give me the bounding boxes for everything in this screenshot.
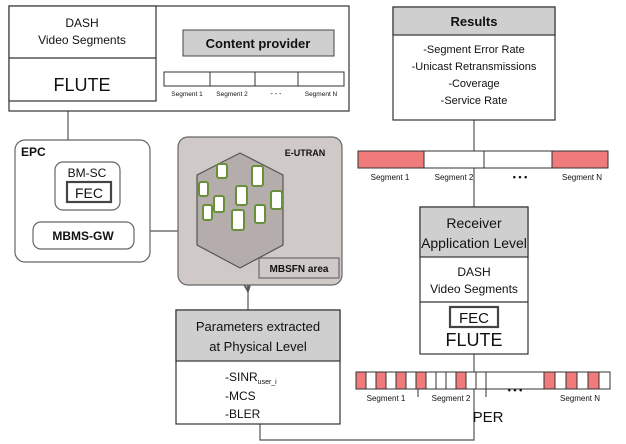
results-title: Results — [451, 14, 498, 29]
per-label: PER — [473, 409, 504, 426]
content-provider-title: Content provider — [206, 36, 311, 51]
device-icon — [202, 204, 213, 221]
cp-segment-1-label: Segment 1 — [171, 91, 203, 98]
user-devices — [198, 163, 283, 231]
eutran-box: E-UTRAN MBSFN area — [177, 136, 343, 286]
device-icon — [213, 195, 225, 213]
device-icon — [198, 181, 209, 197]
receiver-box: Receiver Application Level DASH Video Se… — [419, 206, 529, 355]
fec-label-epc: FEC — [75, 185, 103, 201]
bottom-segment-dots: • • • — [508, 385, 522, 395]
results-item-service-rate: -Service Rate — [441, 95, 508, 107]
receiver-header — [419, 206, 529, 258]
device-icon — [254, 204, 266, 224]
top-segment-dots: • • • — [513, 172, 527, 182]
receiver-dash-line1: DASH — [457, 265, 490, 279]
device-icon — [216, 163, 228, 179]
cp-segment-2-label: Segment 2 — [216, 91, 248, 98]
fec-box-epc — [65, 180, 113, 204]
content-provider-title-box — [182, 29, 335, 57]
mbms-gw-box — [32, 221, 135, 250]
eutran-label: E-UTRAN — [285, 148, 326, 158]
device-icon — [231, 209, 245, 231]
segment-bar-bottom: Segment 1 Segment 2 • • • Segment N PER — [355, 371, 611, 426]
epc-label: EPC — [21, 145, 46, 159]
top-segment-2-label: Segment 2 — [435, 173, 474, 182]
cp-dash-line1: DASH — [65, 16, 98, 30]
epc-box: EPC BM-SC FEC MBMS-GW — [14, 139, 151, 263]
fec-box-receiver — [448, 305, 500, 329]
results-box: Results -Segment Error Rate -Unicast Ret… — [392, 6, 556, 121]
receiver-flute-label: FLUTE — [445, 330, 502, 350]
param-bler: -BLER — [225, 407, 261, 421]
cp-flute-label: FLUTE — [53, 75, 110, 95]
cp-dash-line2: Video Segments — [38, 33, 126, 47]
segment-bar-top: Segment 1 Segment 2 • • • Segment N — [357, 150, 609, 182]
device-icon — [235, 185, 248, 206]
dash-flute-panel — [8, 5, 157, 102]
results-item-segment-error-rate: -Segment Error Rate — [423, 44, 524, 56]
parameters-title-line2: at Physical Level — [209, 339, 307, 354]
content-provider-box: DASH Video Segments FLUTE Content provid… — [8, 5, 350, 112]
cp-segment-bar — [163, 71, 345, 87]
top-segment-n-label: Segment N — [562, 173, 602, 182]
receiver-dash-line2: Video Segments — [430, 282, 518, 296]
mbsfn-label-box — [258, 257, 340, 279]
parameters-title-line1: Parameters extracted — [196, 319, 320, 334]
param-mcs: -MCS — [225, 389, 256, 403]
mbsfn-label: MBSFN area — [270, 264, 329, 275]
results-item-coverage: -Coverage — [448, 78, 499, 90]
results-header — [392, 6, 556, 36]
per-feedback-line — [259, 389, 475, 441]
bottom-segment-2-label: Segment 2 — [432, 394, 471, 403]
bmsc-label: BM-SC — [68, 166, 107, 180]
device-icon — [270, 190, 283, 210]
receiver-title-line1: Receiver — [446, 215, 502, 231]
bottom-segment-n-label: Segment N — [560, 394, 600, 403]
fec-label-receiver: FEC — [459, 310, 489, 327]
param-sinr-subscript: user_i — [258, 379, 278, 386]
receiver-title-line2: Application Level — [421, 235, 527, 251]
results-item-unicast-retransmissions: -Unicast Retransmissions — [412, 61, 537, 73]
parameters-box: Parameters extracted at Physical Level -… — [175, 309, 341, 425]
segment-1-error-cell — [357, 150, 425, 169]
device-icon — [251, 165, 264, 187]
segment-n-error-cell — [551, 150, 609, 169]
parameters-header — [175, 309, 341, 362]
cp-segment-dots: - - - — [271, 91, 283, 98]
param-sinr: -SINRuser_i — [225, 370, 277, 386]
mbms-gw-label: MBMS-GW — [52, 229, 114, 243]
bottom-segment-1-label: Segment 1 — [367, 394, 406, 403]
cp-segment-n-label: Segment N — [305, 91, 338, 98]
per-packet-cells — [355, 371, 611, 390]
top-segment-1-label: Segment 1 — [371, 173, 410, 182]
